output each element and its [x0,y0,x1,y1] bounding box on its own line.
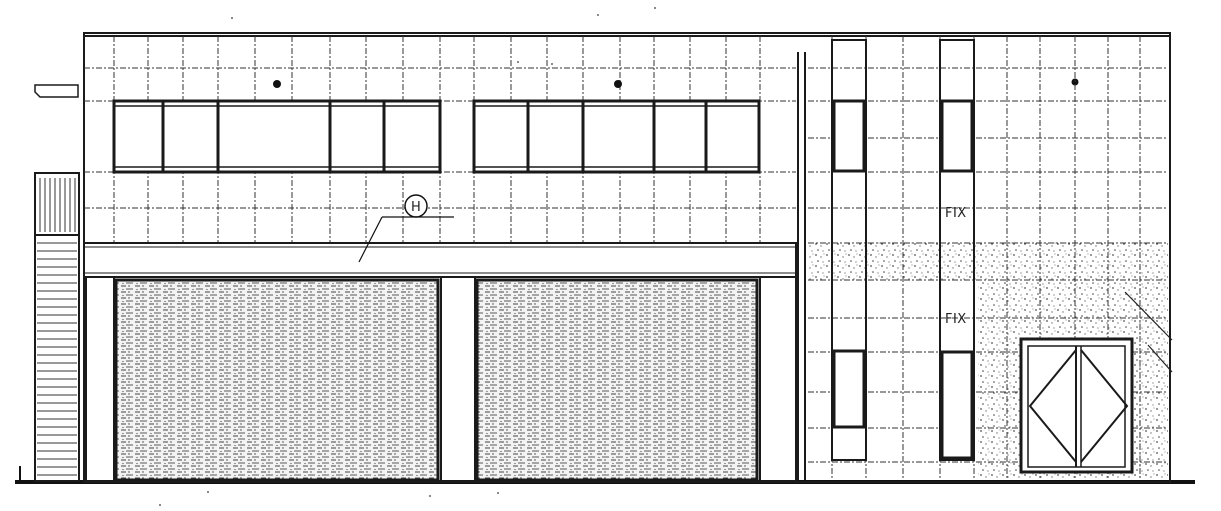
side-stair-block [34,84,80,482]
section-marker-callout: H [358,194,454,263]
leader-lines [1124,291,1173,373]
section-marker-label: H [411,200,421,215]
wall-fixture-dots [273,78,1079,88]
fix-label-lower: FIX [945,312,967,327]
scan-specks [159,7,656,506]
downpipe [797,52,806,480]
facade-pillars [85,276,797,482]
garage-door-left [114,278,440,482]
upper-window-band-left [112,99,442,174]
mid-canopy-band [83,242,797,278]
entrance-double-door [1019,337,1134,474]
garage-door-right [475,278,759,482]
fix-label-upper: FIX [945,206,967,221]
slot-window-1 [832,99,866,429]
upper-window-band-right [472,99,761,174]
slot-window-frames [831,39,975,461]
slot-window-2 [940,99,974,460]
